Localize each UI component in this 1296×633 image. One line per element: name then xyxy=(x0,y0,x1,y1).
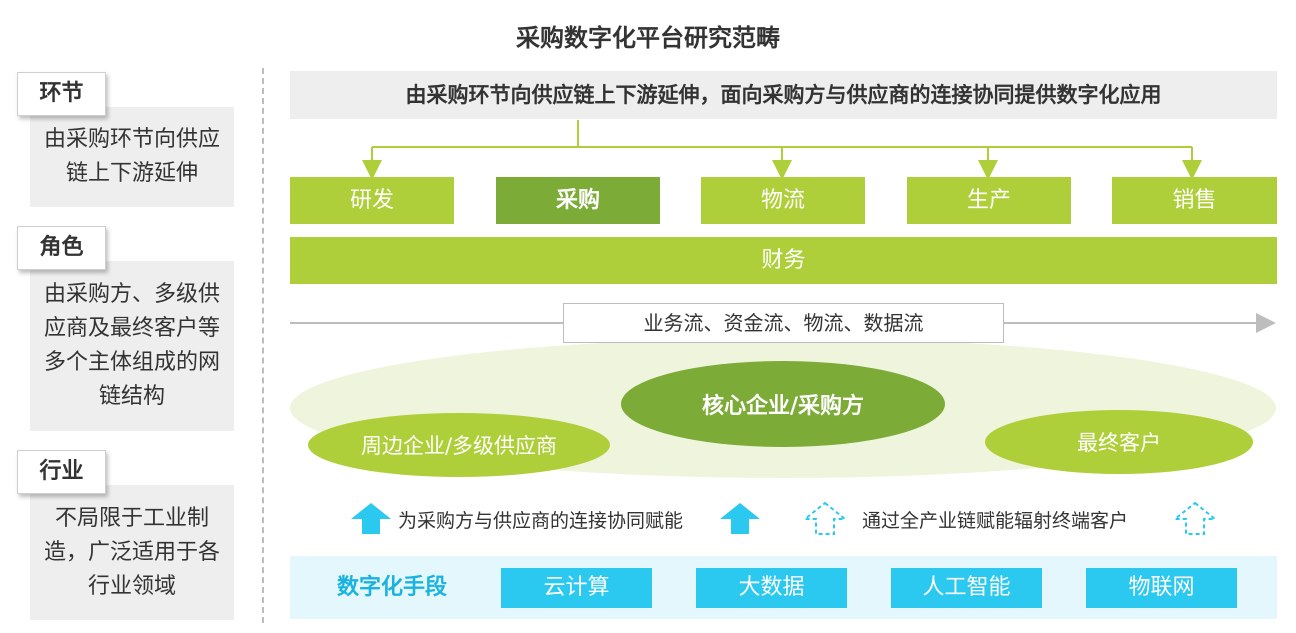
solid-up-arrow-icon xyxy=(351,503,391,534)
digital-tools-label: 数字化手段 xyxy=(337,575,448,600)
stage-sales: 销售 xyxy=(1112,177,1277,224)
desc-stage: 由采购环节向供应链上下游延伸 xyxy=(30,107,234,207)
desc-industry: 不局限于工业制造，广泛适用于各行业领域 xyxy=(30,485,234,620)
tag-stage: 环节 xyxy=(17,72,106,116)
desc-role: 由采购方、多级供应商及最终客户等多个主体组成的网链结构 xyxy=(30,261,234,431)
suppliers-label: 周边企业/多级供应商 xyxy=(360,434,558,458)
suppliers-ellipse: 周边企业/多级供应商 xyxy=(308,413,610,477)
solid-up-arrow-icon xyxy=(720,503,760,534)
dashed-up-arrow-icon xyxy=(802,501,848,535)
finance-bar: 财务 xyxy=(290,237,1277,284)
tool-ai: 人工智能 xyxy=(891,568,1042,608)
divider-dashed xyxy=(262,68,264,623)
customers-label: 最终客户 xyxy=(1077,431,1161,455)
stage-logistics: 物流 xyxy=(701,177,865,224)
scope-banner: 由采购环节向供应链上下游延伸，面向采购方与供应商的连接协同提供数字化应用 xyxy=(290,71,1277,119)
capability-dashed-text: 通过全产业链赋能辐射终端客户 xyxy=(862,510,1129,532)
diagram-title: 采购数字化平台研究范畴 xyxy=(516,24,780,52)
tool-bigdata: 大数据 xyxy=(696,568,847,608)
tag-role: 角色 xyxy=(17,226,106,270)
tool-iot: 物联网 xyxy=(1086,568,1237,608)
desc-stage-text: 由采购环节向供应链上下游延伸 xyxy=(44,127,221,186)
stage-rd: 研发 xyxy=(290,177,454,224)
stage-procurement: 采购 xyxy=(496,177,660,224)
flow-label: 业务流、资金流、物流、数据流 xyxy=(563,303,1004,343)
capability-solid-text: 为采购方与供应商的连接协同赋能 xyxy=(398,510,684,532)
dashed-up-arrow-icon xyxy=(1172,501,1218,535)
core-enterprise-label: 核心企业/采购方 xyxy=(701,394,865,419)
desc-role-text: 由采购方、多级供应商及最终客户等多个主体组成的网链结构 xyxy=(44,282,221,409)
tag-industry: 行业 xyxy=(17,450,106,494)
stage-production: 生产 xyxy=(907,177,1071,224)
customers-ellipse: 最终客户 xyxy=(985,410,1253,474)
tool-cloud: 云计算 xyxy=(501,568,652,608)
desc-industry-text: 不局限于工业制造，广泛适用于各行业领域 xyxy=(44,505,221,599)
core-enterprise: 核心企业/采购方 xyxy=(621,361,945,447)
